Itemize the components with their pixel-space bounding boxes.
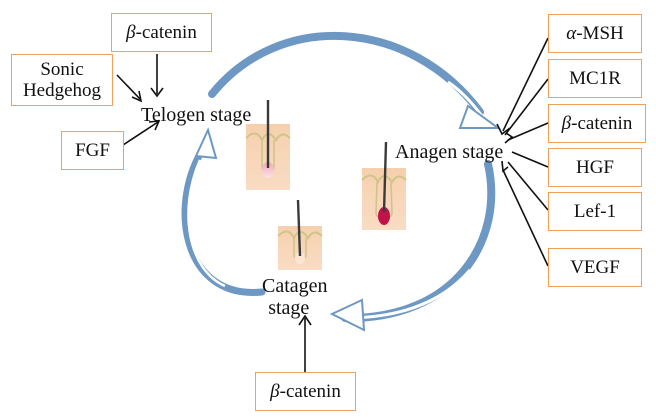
- factor-beta-catenin-bottom: β-catenin: [255, 372, 356, 411]
- factor-text: FGF: [75, 139, 110, 161]
- arrowhead-anagen: [458, 104, 502, 129]
- beta-symbol: β: [126, 21, 136, 43]
- catagen-label-line1: Catagen: [262, 275, 328, 297]
- factor-lef-1: Lef-1: [548, 192, 642, 231]
- sonic-hedgehog-line2: Hedgehog: [22, 80, 102, 101]
- catagen-stage-label: Catagen stage: [262, 275, 328, 319]
- factor-text: -catenin: [135, 21, 197, 43]
- factor-text: -catenin: [279, 380, 341, 402]
- cycle-arrow-catagen-to-telogen: [181, 142, 266, 296]
- telogen-stage-label: Telogen stage: [141, 104, 252, 126]
- factor-text: -MSH: [576, 22, 624, 44]
- follicle-telogen-icon: [245, 100, 291, 190]
- anagen-stage-label: Anagen stage: [395, 141, 504, 163]
- factor-hgf: HGF: [548, 148, 642, 187]
- factor-text: HGF: [575, 156, 614, 178]
- factor-sonic-hedgehog: Sonic Hedgehog: [11, 54, 113, 106]
- follicle-catagen-icon: [277, 199, 323, 270]
- alpha-symbol: α: [566, 22, 577, 44]
- factor-text: Lef-1: [573, 200, 617, 222]
- arrowhead-catagen: [329, 298, 366, 332]
- cycle-arrow-telogen-to-anagen: [208, 31, 484, 116]
- factor-vegf: VEGF: [548, 248, 642, 287]
- factor-text: -catenin: [571, 112, 633, 134]
- factor-mc1r: MC1R: [548, 59, 642, 98]
- catagen-label-line2: stage: [268, 297, 310, 319]
- factor-beta-catenin-right: β-catenin: [548, 104, 646, 143]
- beta-symbol: β: [270, 380, 280, 402]
- factor-text: MC1R: [569, 67, 621, 89]
- factor-fgf: FGF: [61, 131, 124, 170]
- beta-symbol: β: [561, 112, 572, 134]
- arrowhead-telogen: [194, 127, 218, 160]
- factor-text: VEGF: [570, 256, 620, 278]
- factor-beta-catenin-top: β-catenin: [111, 13, 212, 52]
- factor-alpha-msh: α-MSH: [548, 14, 642, 53]
- sonic-hedgehog-line1: Sonic: [40, 58, 84, 80]
- follicle-anagen-icon: [361, 141, 407, 230]
